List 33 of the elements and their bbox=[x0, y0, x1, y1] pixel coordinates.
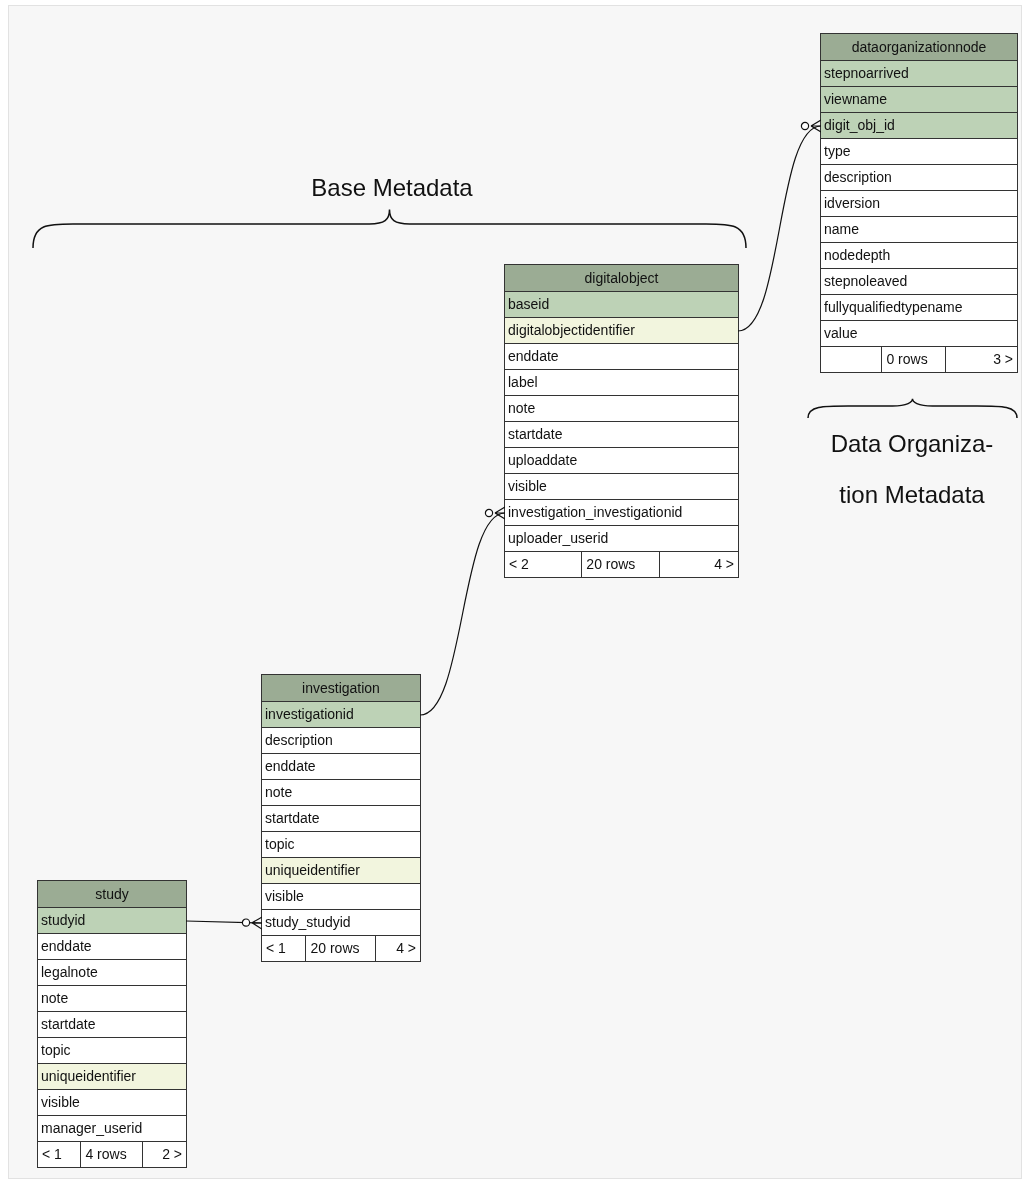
field-row: studyid bbox=[38, 908, 186, 934]
pagination-cell: 0 rows bbox=[882, 347, 946, 372]
entity-table bbox=[504, 264, 739, 578]
pagination-cell: 4 rows bbox=[81, 1142, 143, 1167]
pagination-cell: 4 > bbox=[375, 936, 420, 961]
relationship-line bbox=[419, 506, 508, 716]
table-title: dataorganizationnode bbox=[821, 34, 1017, 61]
pagination-cell: 20 rows bbox=[582, 552, 660, 577]
pagination-cell: < 2 bbox=[505, 552, 583, 577]
group-label: Data Organiza- tion Metadata bbox=[829, 429, 995, 510]
pagination-cell: 3 > bbox=[945, 347, 1017, 372]
field-row: digitalobjectidentifier bbox=[505, 318, 738, 344]
table-title: digitalobject bbox=[505, 265, 738, 292]
pagination-cell: < 1 bbox=[38, 1142, 82, 1167]
entity-table bbox=[37, 880, 187, 1168]
relationship-line bbox=[737, 119, 824, 332]
pagination-cell: 20 rows bbox=[306, 936, 376, 961]
field-row: viewname bbox=[821, 87, 1017, 113]
field-row: stepnoarrived bbox=[821, 61, 1017, 87]
entity-table bbox=[261, 674, 421, 962]
field-row: uniqueidentifier bbox=[262, 858, 420, 884]
table-title: investigation bbox=[262, 675, 420, 702]
field-row: investigationid bbox=[262, 702, 420, 728]
table-title: study bbox=[38, 881, 186, 908]
field-row: digit_obj_id bbox=[821, 113, 1017, 139]
pagination-cell: < 1 bbox=[262, 936, 307, 961]
field-row: uniqueidentifier bbox=[38, 1064, 186, 1090]
relationship-line bbox=[185, 916, 263, 930]
field-row: baseid bbox=[505, 292, 738, 318]
pagination-cell: 4 > bbox=[659, 552, 738, 577]
pagination-cell: 2 > bbox=[142, 1142, 186, 1167]
entity-table bbox=[820, 33, 1018, 373]
group-label: Base Metadata bbox=[310, 173, 474, 203]
